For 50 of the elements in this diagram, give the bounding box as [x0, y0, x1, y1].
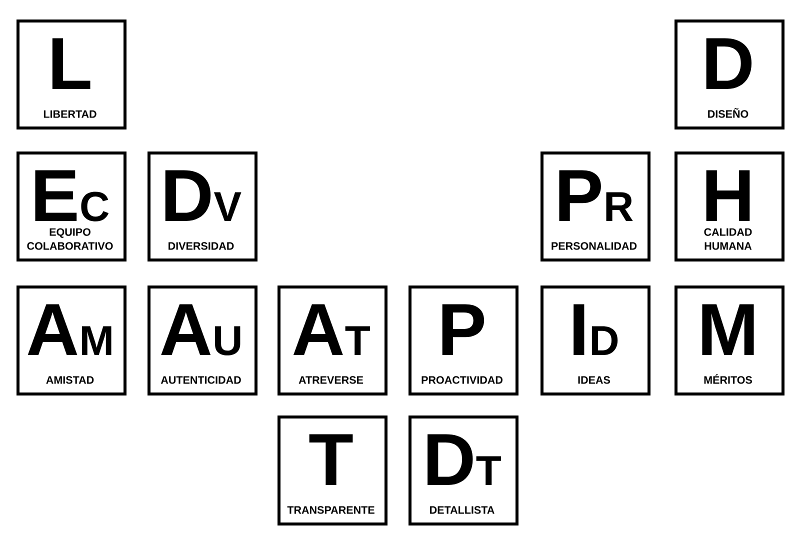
small-symbol-letter: D: [592, 326, 618, 355]
small-symbol-letter: T: [476, 456, 501, 485]
element-tile: [674, 20, 784, 130]
element-name: AMISTAD: [46, 376, 94, 384]
element-tile: [148, 286, 258, 396]
element-symbol: E: [35, 170, 77, 221]
element-symbol: P: [559, 170, 601, 221]
element-symbol: P: [442, 304, 484, 355]
element-tile: [278, 416, 388, 526]
element-name: DETALLISTA: [430, 506, 494, 514]
element-tile: [16, 286, 126, 396]
small-symbol-letter: T: [345, 326, 370, 355]
element-tile: [278, 286, 388, 396]
element-name: TRANSPARENTE: [287, 506, 374, 514]
element-symbol: D: [706, 38, 752, 89]
element-symbol: A: [28, 304, 78, 355]
element-symbol: M: [702, 304, 754, 355]
small-symbol-letter: C: [81, 192, 109, 222]
element-name: PERSONALIDAD: [552, 242, 637, 250]
element-symbol: H: [706, 170, 750, 221]
element-name: LIBERTAD: [44, 110, 96, 118]
element-name: EQUIPO COLABORATIVO: [27, 228, 113, 250]
element-name: DIVERSIDAD: [168, 242, 234, 250]
element-tile: [16, 20, 126, 130]
element-tile: [540, 152, 650, 262]
element-symbol: T: [309, 434, 353, 485]
element-name: MÉRITOS: [704, 374, 752, 384]
small-symbol-letter: R: [606, 192, 633, 221]
element-tile: [408, 416, 518, 526]
element-symbol: A: [161, 304, 211, 355]
element-tile: [408, 286, 518, 396]
element-name: ATREVERSE: [298, 376, 364, 384]
element-tile: [148, 152, 258, 262]
small-symbol-letter: M: [82, 326, 112, 355]
element-name: IDEAS: [578, 376, 610, 384]
element-name: DISEÑO: [708, 108, 748, 118]
element-symbol: I: [574, 304, 584, 355]
small-symbol-letter: V: [214, 192, 242, 221]
element-name: AUTENTICIDAD: [160, 376, 241, 384]
small-symbol-letter: U: [215, 326, 240, 356]
element-symbol: L: [52, 38, 90, 89]
element-symbol: D: [165, 170, 211, 221]
element-symbol: A: [293, 304, 343, 355]
element-tile: [674, 152, 784, 262]
element-tile: [540, 286, 650, 396]
element-tile: [16, 152, 126, 262]
element-tile: [674, 286, 784, 396]
element-name: PROACTIVIDAD: [422, 376, 502, 384]
element-symbol: D: [428, 434, 473, 485]
element-name: CALIDAD HUMANA: [704, 228, 752, 250]
